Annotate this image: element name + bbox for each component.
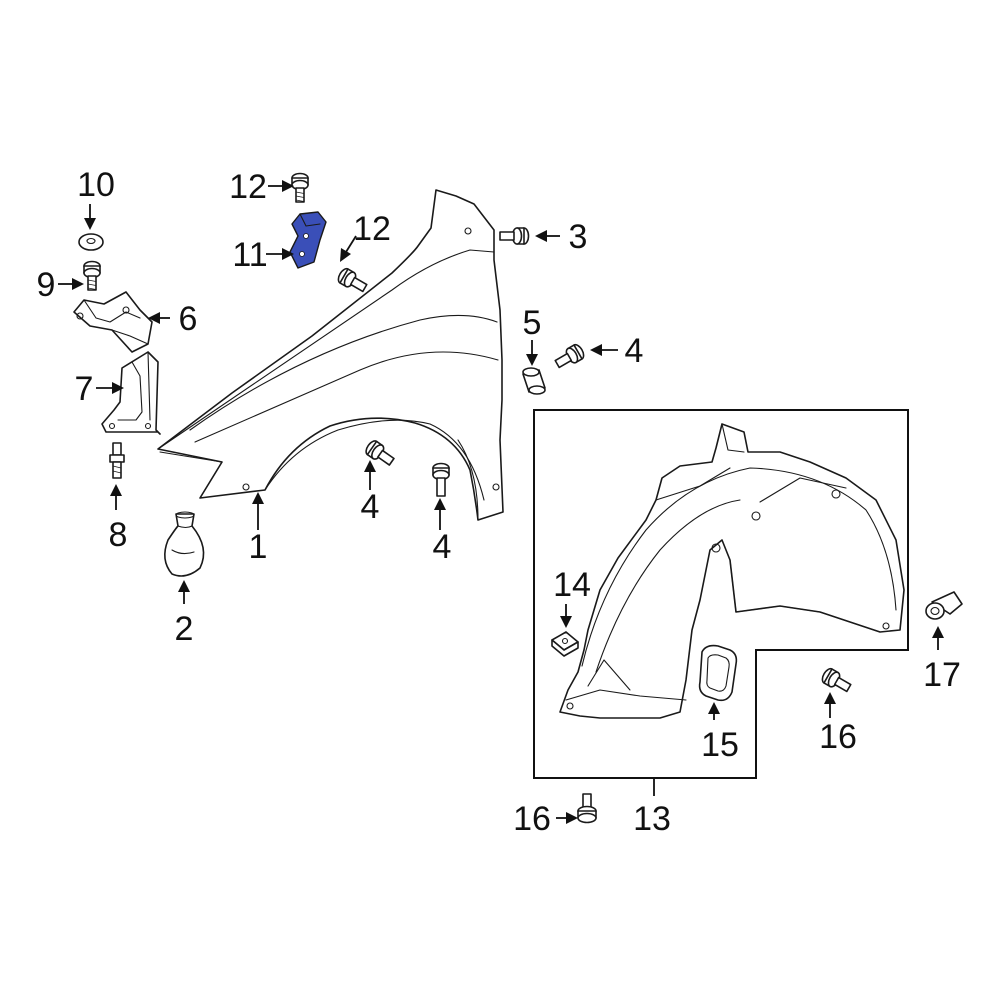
callout-bolt-arch: 4	[361, 488, 380, 526]
callout-fender: 1	[249, 528, 268, 566]
callout-bolt-upper-rear: 3	[569, 218, 588, 256]
callout-labels: 1 2 3 4 4 4 5 6 7 8 9 10 11 12 12 13 14 …	[37, 166, 961, 838]
liner	[559, 423, 905, 719]
callout-push-clip: 17	[923, 656, 961, 694]
washer	[78, 233, 104, 251]
callout-grommet: 2	[175, 610, 194, 648]
callout-bolt-liner-bottom: 16	[513, 800, 551, 838]
bolt-upper-rear	[499, 227, 530, 245]
callout-spacer: 5	[523, 304, 542, 342]
callout-lower-bracket: 7	[75, 370, 94, 408]
callout-liner-seal: 15	[701, 726, 739, 764]
upper-bracket	[73, 291, 153, 353]
callout-bolt-mid: 12	[353, 210, 391, 248]
nut-clip	[551, 631, 579, 657]
callout-stud: 8	[109, 516, 128, 554]
callout-upper-bracket: 6	[179, 300, 198, 338]
fender-panel	[157, 189, 504, 521]
spacer	[522, 367, 546, 395]
callout-center-bracket: 11	[232, 236, 267, 274]
callout-bolt-liner-right: 16	[819, 718, 857, 756]
bolt-mid	[337, 267, 368, 293]
grommet	[164, 511, 205, 577]
lower-bracket	[101, 351, 161, 435]
callout-bolt-bracket: 9	[37, 266, 56, 304]
bolt-side	[554, 343, 585, 369]
callout-bolt-lower-rear: 4	[433, 528, 452, 566]
center-bracket	[289, 211, 327, 269]
callout-washer: 10	[77, 166, 115, 204]
callout-bolt-top: 12	[229, 168, 267, 206]
bolt-liner-bottom	[577, 793, 597, 824]
liner-group-box	[533, 409, 909, 779]
bolt-arch	[365, 440, 395, 466]
bolt-lower-rear	[432, 462, 450, 497]
bolt-liner-right	[821, 667, 852, 693]
liner-seal	[698, 644, 738, 702]
callout-bolt-side: 4	[625, 332, 644, 370]
callout-nut-clip: 14	[553, 566, 591, 604]
callout-liner: 13	[633, 800, 671, 838]
push-clip	[925, 591, 963, 620]
stud	[109, 442, 125, 479]
leader-lines	[58, 180, 944, 824]
bolt-top	[291, 172, 309, 203]
bolt-bracket	[83, 260, 101, 291]
